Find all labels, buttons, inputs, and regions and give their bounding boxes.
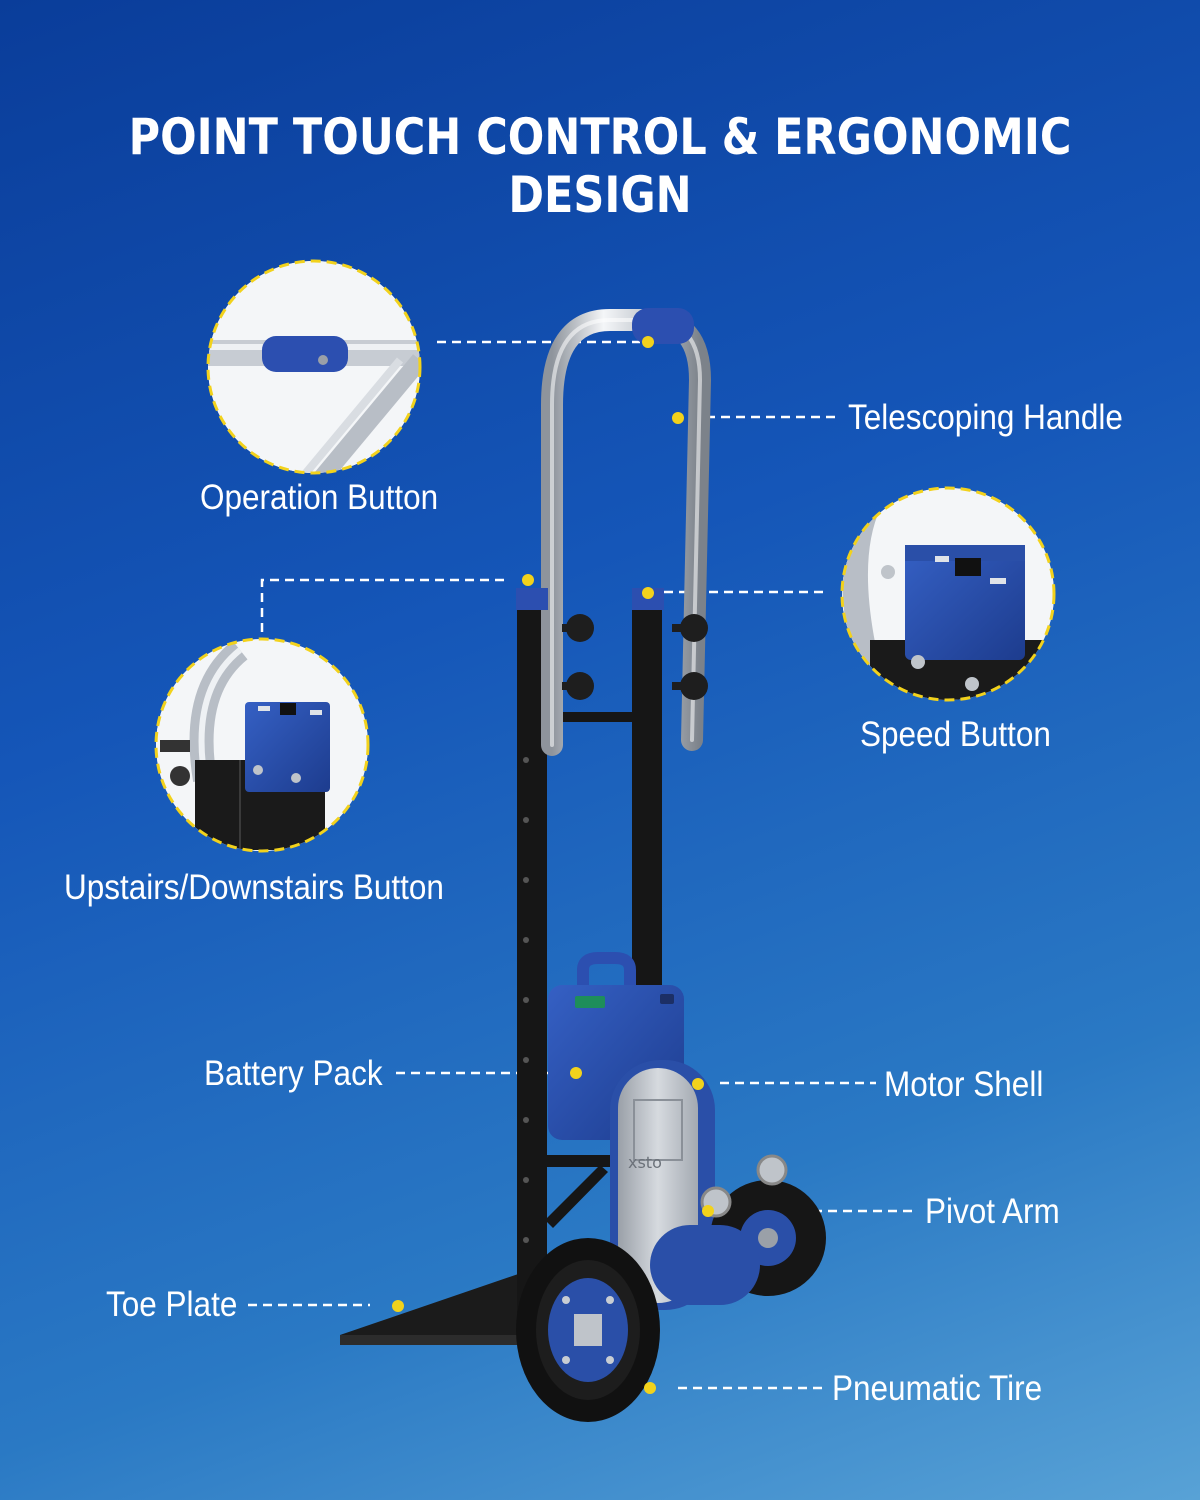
label-speed-button: Speed Button [860,715,1051,754]
label-telescoping-handle: Telescoping Handle [848,398,1123,437]
zoom-speed-button [840,486,1056,702]
dot-telescoping [672,412,684,424]
brand-mark: xsto [628,1153,662,1172]
label-pivot-arm: Pivot Arm [925,1192,1060,1231]
label-updown-button: Upstairs/Downstairs Button [64,868,444,907]
dot-battery [570,1067,582,1079]
dot-speed [642,587,654,599]
hand-truck: xsto [340,308,826,1422]
dot-pivot [702,1205,714,1217]
dot-tire [644,1382,656,1394]
dot-motor [692,1078,704,1090]
callout-line-updown [260,578,505,632]
dot-toe [392,1300,404,1312]
right-rail [632,600,662,1040]
label-toe-plate: Toe Plate [106,1285,238,1324]
zoom-operation-button [206,259,422,475]
callout-dots [392,336,714,1394]
label-battery-pack: Battery Pack [204,1054,383,1093]
dot-operation [642,336,654,348]
zoom-updown-button [154,637,370,853]
label-operation-button: Operation Button [200,478,439,517]
handle-grip [632,308,694,344]
pivot-arm-shape [650,1225,760,1305]
label-motor-shell: Motor Shell [884,1065,1044,1104]
callout-lines [248,340,916,1390]
label-pneumatic-tire: Pneumatic Tire [832,1369,1043,1408]
page-title: POINT TOUCH CONTROL & ERGONOMIC DESIGN [128,108,1072,224]
dot-updown [522,574,534,586]
